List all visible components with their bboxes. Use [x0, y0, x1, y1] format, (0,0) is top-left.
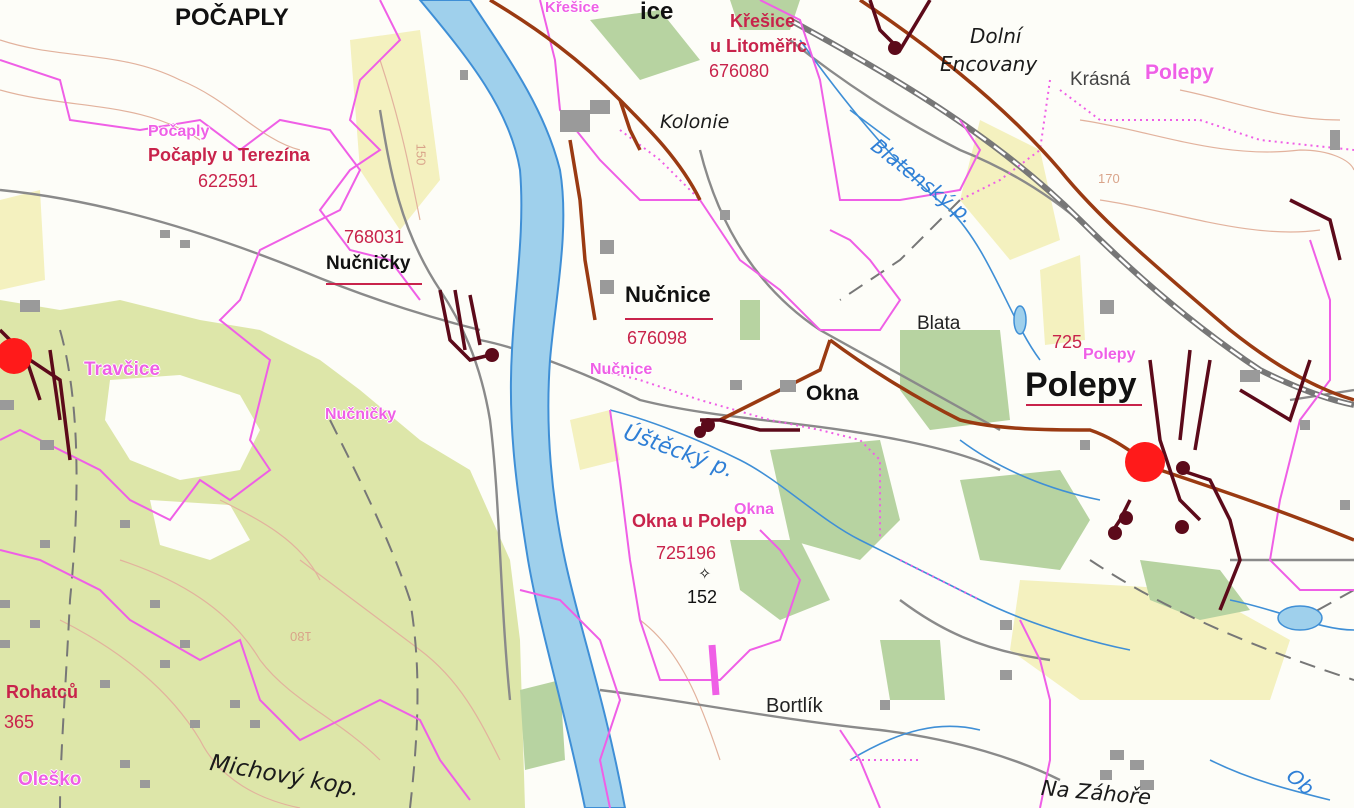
- forest-area-west: [0, 300, 525, 808]
- field-patch-1: [350, 30, 440, 230]
- elevation-point-icon: ✧: [698, 566, 712, 583]
- meadow-patch-3: [730, 540, 830, 620]
- label-polepy-town: Polepy: [1025, 366, 1137, 404]
- label-krasna: Krásná: [1070, 69, 1131, 90]
- label-code-622591: 622591: [198, 171, 259, 191]
- polepy-underline: [1026, 404, 1142, 406]
- label-code-676098: 676098: [627, 328, 688, 348]
- meadow-patch-7: [880, 640, 945, 700]
- label-polepy-pink-mid: Polepy: [1083, 346, 1136, 363]
- label-nucnice-pink: Nučnice: [590, 361, 653, 378]
- label-dolni: Dolní: [970, 24, 1022, 48]
- label-travcice: Travčice: [84, 359, 161, 380]
- field-patch-2: [960, 120, 1060, 260]
- pond: [1277, 605, 1323, 631]
- label-code-725: 725: [1052, 332, 1083, 352]
- meadow-patch-6: [520, 680, 565, 770]
- town-center-polepy: [1125, 442, 1165, 482]
- label-code-768031: 768031: [344, 227, 405, 247]
- label-okna-pink: Okna: [734, 501, 775, 518]
- label-contour-180: 180: [290, 629, 312, 644]
- field-patch-6: [0, 190, 45, 290]
- label-blata: Blata: [917, 313, 961, 334]
- field-patch-5: [570, 410, 620, 470]
- nucnice-underline: [625, 318, 713, 320]
- label-kresice-u-litomeric-2: u Litoměřic: [710, 36, 808, 56]
- forest-clearing: [105, 375, 260, 480]
- label-code-365: 365: [4, 712, 35, 732]
- label-okna-u-polep: Okna u Polep: [632, 511, 748, 531]
- meadow-patch-1: [900, 330, 1010, 430]
- town-center-travcice: [0, 338, 32, 374]
- pink-marker-bar: [708, 644, 720, 696]
- meadow-patch-9: [590, 10, 700, 80]
- label-kresice-u-litomeric: Křešice: [730, 11, 796, 31]
- district-boundaries: [599, 79, 1354, 761]
- label-pocaply-top: POČAPLY: [175, 4, 289, 31]
- label-pocaply-pink: Počaply: [148, 123, 210, 140]
- meadow-patch-10: [730, 0, 800, 30]
- label-ice-top: ice: [640, 0, 674, 25]
- nucnicky-underline: [326, 283, 422, 285]
- label-kolonie: Kolonie: [660, 111, 730, 133]
- label-code-676080: 676080: [709, 61, 770, 81]
- river-elbe: [418, 0, 627, 808]
- label-pocaply-u-terezina: Počaply u Terezína: [148, 145, 310, 165]
- label-okna: Okna: [806, 382, 859, 405]
- footpaths: [59, 199, 1354, 808]
- blue-arrow-line: [849, 109, 891, 141]
- label-contour-170: 170: [1098, 171, 1120, 186]
- label-encovany: Encovany: [940, 52, 1038, 76]
- label-bortlik: Bortlík: [766, 695, 823, 717]
- label-nucnicky-pink: Nučničky: [325, 406, 397, 423]
- hiking-trails: [489, 0, 1354, 542]
- label-nucnice: Nučnice: [625, 282, 711, 307]
- label-olesko: Oleško: [18, 769, 82, 790]
- railway: [788, 17, 1354, 408]
- label-polepy-pink-top: Polepy: [1145, 61, 1214, 84]
- label-code-725196: 725196: [656, 543, 717, 563]
- label-rohatcu: Rohatců: [6, 682, 78, 702]
- trail-stops: [485, 41, 1190, 540]
- forest-clearing-2: [150, 500, 250, 560]
- pond-2: [1013, 305, 1027, 335]
- label-elevation-152: 152: [687, 587, 718, 607]
- label-nucnicky: Nučničky: [326, 253, 411, 274]
- buildings: [0, 70, 1350, 790]
- label-contour-150: 150: [413, 143, 429, 166]
- meadow-patch-2: [770, 440, 900, 560]
- meadow-patch-8: [740, 300, 760, 340]
- meadow-patch-4: [960, 470, 1090, 570]
- label-kresice-top: Křešice: [545, 0, 600, 16]
- field-patch-3: [1040, 255, 1085, 345]
